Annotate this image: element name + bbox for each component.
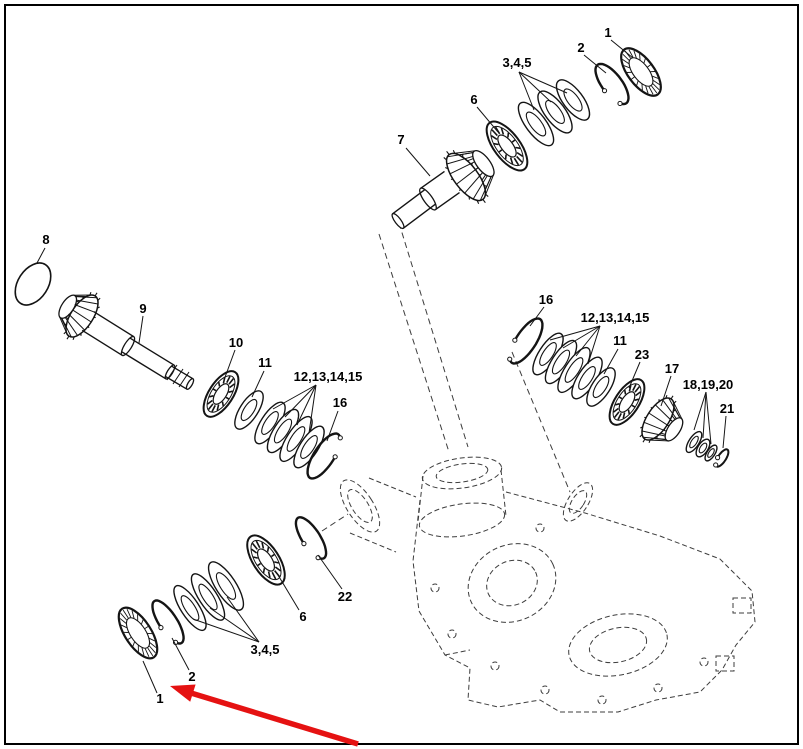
- pinion-shaft-assembly: [391, 47, 662, 230]
- part-label-23: 23: [635, 347, 649, 362]
- part-label-2: 2: [577, 40, 584, 55]
- leader-line: [251, 370, 265, 398]
- part-label-1: 1: [604, 25, 611, 40]
- part-label-11-right: 11: [613, 333, 627, 348]
- leader-line: [702, 391, 707, 439]
- leader-line: [272, 384, 317, 410]
- leader-line: [192, 618, 260, 643]
- part-label-12-13-14-15: 12,13,14,15: [294, 369, 363, 384]
- leader-line: [142, 660, 158, 694]
- part-label-18-19-20: 18,19,20: [683, 377, 734, 392]
- part-label-3-4-5: 3,4,5: [503, 55, 532, 70]
- leader-line: [587, 325, 601, 365]
- part-label-9: 9: [139, 301, 146, 316]
- part-label-3-4-5-lower: 3,4,5: [251, 642, 280, 657]
- pointer-arrow: [170, 684, 359, 747]
- leader-line: [518, 71, 535, 111]
- leader-line: [36, 247, 46, 264]
- part-label-2-lower: 2: [188, 669, 195, 684]
- part-label-16-right: 16: [539, 292, 553, 307]
- leader-line: [518, 71, 568, 94]
- leader-line: [326, 410, 339, 442]
- part-label-7: 7: [397, 132, 404, 147]
- assembly-axis-lines: [321, 222, 571, 532]
- leader-line: [693, 391, 707, 431]
- part-label-1-lower: 1: [156, 691, 163, 706]
- leader-line: [610, 39, 634, 59]
- leader-line: [529, 306, 545, 327]
- leader-line: [308, 384, 317, 434]
- label-leader-lines: [36, 39, 727, 694]
- leader-line: [277, 574, 300, 611]
- part-label-12-13-14-15-right: 12,13,14,15: [581, 310, 650, 325]
- part-label-10: 10: [229, 335, 243, 350]
- part-label-8: 8: [42, 232, 49, 247]
- leader-line: [476, 106, 499, 133]
- lower-bearing-assembly: [117, 516, 328, 660]
- leader-line: [405, 147, 431, 177]
- part-label-11: 11: [258, 355, 272, 370]
- leader-line: [603, 348, 619, 375]
- leader-line: [628, 361, 641, 389]
- part-label-22: 22: [338, 589, 352, 604]
- leader-line: [660, 375, 672, 407]
- leader-line: [583, 54, 607, 74]
- leader-line: [171, 637, 190, 671]
- part-label-17: 17: [665, 361, 679, 376]
- leader-line: [562, 325, 601, 349]
- part-labels: 7 6 3,4,5 2 1 8 9 10 11 12,13,14,15 16 1…: [42, 25, 734, 706]
- page-border: [4, 4, 799, 745]
- diagram-drawing-layer: [14, 47, 756, 713]
- leader-line: [575, 325, 601, 357]
- leader-line: [518, 71, 552, 103]
- leader-line: [223, 349, 236, 381]
- leader-line: [226, 596, 260, 643]
- drive-shaft-assembly: [14, 262, 343, 480]
- leader-line: [284, 384, 317, 418]
- leader-line: [705, 391, 712, 445]
- leader-line: [549, 325, 601, 341]
- gearbox-housing: [339, 456, 756, 713]
- part-label-6-lower: 6: [299, 609, 306, 624]
- part-label-6: 6: [470, 92, 477, 107]
- overlay-layer: [170, 684, 359, 747]
- leader-line: [722, 415, 727, 449]
- part-label-21: 21: [720, 401, 734, 416]
- bevel-gear-assembly: [507, 317, 730, 468]
- leader-line: [138, 315, 144, 344]
- leader-line: [209, 607, 260, 643]
- part-label-16: 16: [333, 395, 347, 410]
- leader-line: [317, 554, 343, 590]
- leader-line: [296, 384, 317, 426]
